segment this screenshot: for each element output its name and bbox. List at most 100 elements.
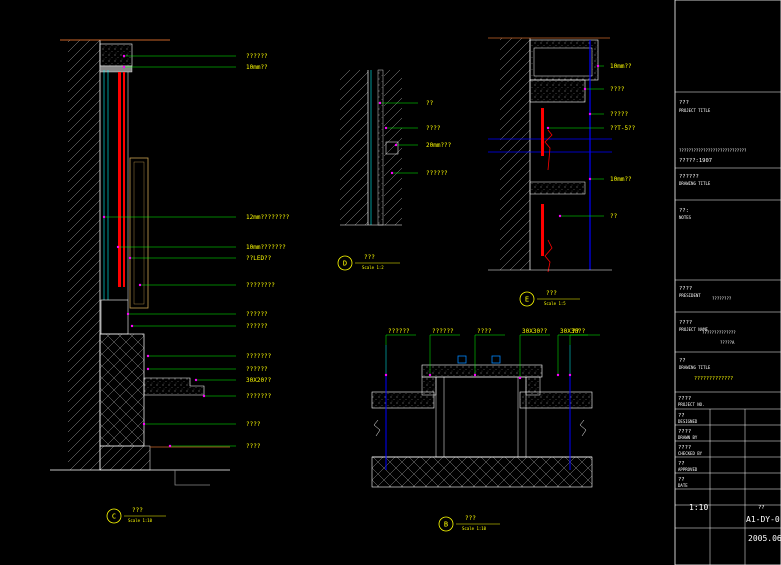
detail-c-shelf [143, 377, 205, 396]
detail-e-bubble: E ??? Scale 1:5 [519, 290, 580, 307]
detail-c-lower-block [99, 333, 145, 447]
annotation-label: ???? [246, 443, 261, 450]
detail-b-plinth-top [421, 364, 543, 378]
annotation-label: 10mm?? [246, 64, 268, 71]
tb-engineer-en: PRESIDENT [679, 293, 701, 298]
detail-e-break-1 [544, 129, 553, 171]
detail-c-title: ??? [132, 507, 143, 514]
tb-row-en: DRAWN BY [678, 435, 698, 440]
tb-drawing-title-en: DRAWING TITLE [679, 181, 711, 186]
leader-dot [116, 245, 120, 249]
annotation-label: ?????? [426, 170, 448, 177]
detail-e-beam [529, 79, 586, 103]
annotation-label: ?????? [432, 328, 454, 335]
detail-b-right-slab [519, 391, 593, 409]
annotation-label: 20mm??? [426, 142, 452, 149]
detail-e-leaders: 10mm?????????????T-5??10mm???? [546, 63, 636, 220]
tb-row-en: APPROVED [678, 467, 698, 472]
detail-c-drain [174, 470, 210, 486]
leader-dot [390, 171, 394, 175]
leader-dot [102, 215, 106, 219]
tb-row-en: DATE [678, 483, 688, 488]
tb-notes-title: ??: [679, 208, 689, 214]
detail-d: ??????20mm????????? D ??? Scale 1:2 [337, 69, 452, 271]
leader-dot [583, 87, 587, 91]
detail-b-left-slab [371, 391, 435, 409]
detail-b-fixture-2 [491, 355, 501, 364]
annotation-label: 12mm???????? [246, 214, 290, 221]
tb-engineer: ???? [679, 286, 692, 292]
detail-c-scale: Scale 1:10 [128, 518, 153, 523]
tb-row-label: ???? [678, 429, 691, 435]
leader-dot [384, 126, 388, 130]
leader-dot [473, 373, 477, 377]
tb-project-name-value: ?????????????? [702, 330, 736, 335]
detail-d-title: ??? [364, 254, 375, 261]
tb-engineer-value: ???????? [712, 296, 732, 301]
detail-c-timber-panel [129, 157, 149, 309]
annotation-label: ?????? [246, 311, 268, 318]
detail-b-void [435, 376, 527, 458]
detail-e: 10mm?????????????T-5??10mm???? E ??? Sca… [488, 37, 636, 307]
tb-project-title: ??? [679, 100, 689, 106]
tb-project-no: ?????:1907 [679, 158, 712, 164]
annotation-label: 10mm??????? [246, 244, 286, 251]
title-block: ??? PROJECT TITLE ??????????????????????… [674, 0, 781, 565]
annotation-label: ???? [610, 86, 625, 93]
detail-d-panel [377, 69, 384, 226]
leader-dot [384, 373, 388, 377]
annotation-label: ???? [477, 328, 492, 335]
leader-dot [194, 378, 198, 382]
detail-d-outer-hatch [384, 70, 402, 225]
tb-project-name-value2: ?????A [720, 340, 735, 345]
annotation-label: ?? [610, 213, 618, 220]
detail-b-bubble: B ??? Scale 1:10 [438, 515, 500, 532]
annotation-label: 30X30?? [522, 328, 548, 335]
detail-c-ceiling-block [99, 43, 133, 67]
tb-scale-value: 1:10 [689, 503, 708, 512]
detail-d-leaders: ??????20mm????????? [378, 100, 452, 177]
detail-c-wall-hatch [68, 40, 100, 470]
detail-e-beam-2 [529, 181, 586, 195]
annotation-label: ???? [426, 125, 441, 132]
detail-d-bubble: D ??? Scale 1:2 [337, 254, 400, 271]
detail-e-scale: Scale 1:5 [544, 301, 566, 306]
detail-c: ?????? 10mm?? 12mm???????? 10mm??????? ??LED… [50, 39, 290, 524]
detail-c-floor-hatch [99, 445, 151, 471]
detail-d-wall-hatch [340, 70, 368, 225]
detail-e-steel-2 [541, 204, 544, 256]
detail-c-timber-inner [133, 161, 145, 305]
leader-dot [146, 354, 150, 358]
annotation-label: ??LED?? [246, 255, 272, 262]
annotation-label: 10mm?? [610, 176, 632, 183]
tb-sheet-name-value: ????????????? [694, 376, 733, 382]
tb-page-value: ?? [758, 505, 765, 511]
detail-e-title: ??? [546, 290, 557, 297]
detail-e-break-2 [544, 239, 553, 273]
leader-dot [378, 101, 382, 105]
leader-dot [568, 373, 572, 377]
leader-dot [428, 373, 432, 377]
tb-project-name-label: ???? [679, 320, 692, 326]
annotation-label: ??????? [246, 353, 272, 360]
tb-row-en: DESIGNED [678, 419, 698, 424]
annotation-label: ?? [572, 328, 580, 335]
tb-project-desc: ???????????????????????????? [679, 148, 747, 153]
annotation-label: 30X30?? [560, 328, 586, 335]
tb-row-label: ???? [678, 396, 691, 402]
tb-project-title-en: PROJECT TITLE [679, 108, 711, 113]
leader-dot [130, 324, 134, 328]
annotation-label: ?????? [246, 366, 268, 373]
tb-sheet-name-label: ?? [679, 358, 686, 364]
detail-b-title: ??? [465, 515, 476, 522]
detail-e-letter: E [525, 296, 529, 304]
tb-notes-en: NOTES [679, 215, 692, 220]
leader-dot [128, 256, 132, 260]
leader-dot [142, 422, 146, 426]
tb-project-name-en: PROJECT NAME [679, 327, 708, 332]
detail-c-leaders: ?????? 10mm?? 12mm???????? 10mm??????? ??LED… [102, 53, 290, 450]
tb-date-value: 2005.06 [748, 534, 781, 543]
annotation-label: ???????? [246, 282, 275, 289]
detail-d-letter: D [343, 260, 347, 268]
detail-c-mid-block [100, 299, 129, 335]
